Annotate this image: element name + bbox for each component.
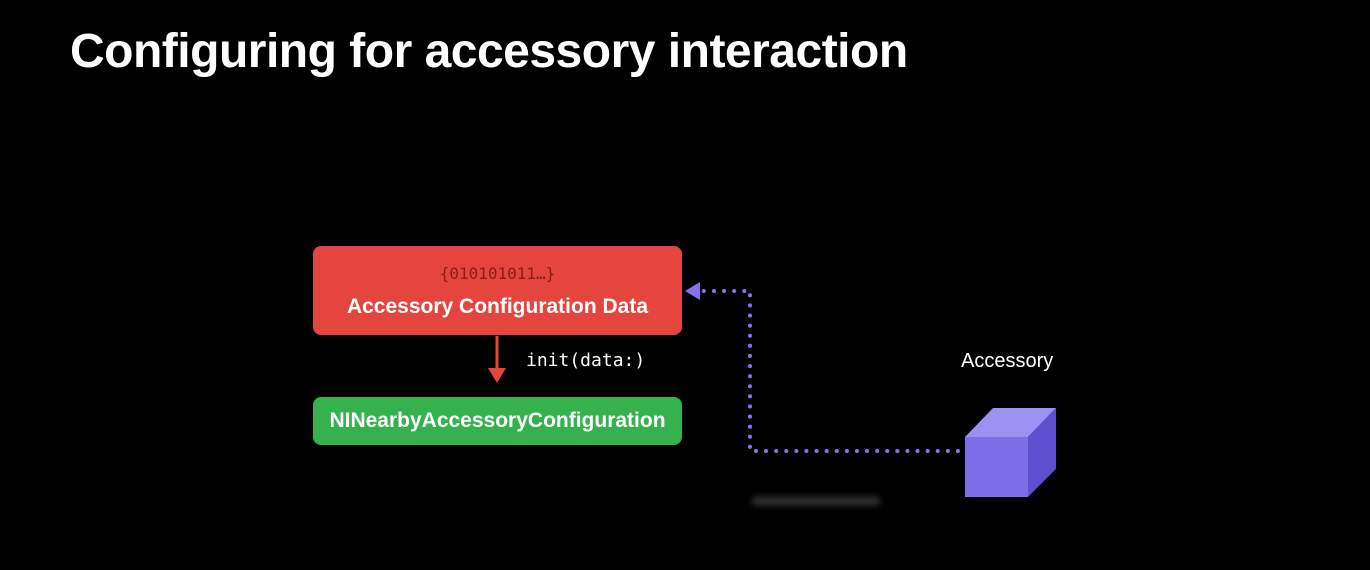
accessory-configuration-data-label: Accessory Configuration Data	[346, 295, 649, 318]
binary-data-text: {010101011…}	[439, 264, 556, 283]
accessory-to-data-connector	[685, 282, 960, 453]
cube-icon	[965, 408, 1056, 497]
blurred-caption-bar	[752, 496, 880, 506]
accessory-configuration-data-box: {010101011…} Accessory Configuration Dat…	[313, 246, 682, 335]
red-arrowhead-icon	[488, 368, 506, 383]
nearby-accessory-configuration-box: NINearbyAccessoryConfiguration	[313, 397, 682, 445]
init-data-label: init(data:)	[526, 350, 646, 371]
purple-arrowhead-icon	[685, 282, 700, 300]
init-arrow	[488, 336, 506, 383]
accessory-label: Accessory	[961, 350, 1054, 372]
slide-title: Configuring for accessory interaction	[70, 25, 908, 78]
